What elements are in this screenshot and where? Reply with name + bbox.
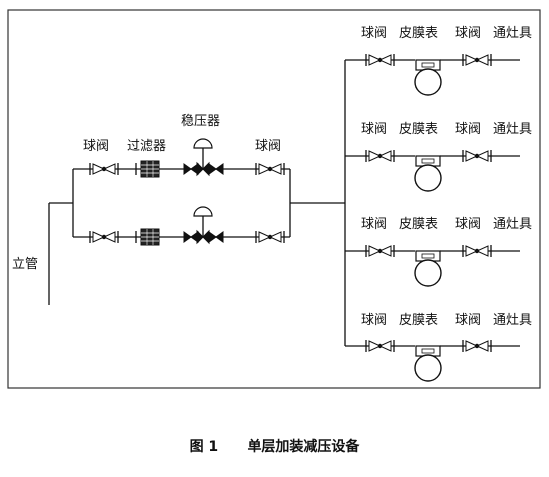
svg-text:球阀: 球阀 <box>455 26 481 41</box>
upper-ball-valve-out <box>255 162 285 176</box>
lower-ball-valve-in <box>89 230 119 244</box>
upper-regulator-valve-left <box>183 163 199 175</box>
diagram-frame <box>7 9 541 389</box>
svg-text:球阀: 球阀 <box>455 313 481 328</box>
svg-text:通灶具: 通灶具 <box>493 122 532 137</box>
svg-text:球阀: 球阀 <box>455 122 481 137</box>
figure-title: 单层加装减压设备 <box>247 439 360 455</box>
figure-caption: 图 1 单层加装减压设备 <box>0 436 549 456</box>
lower-regulator <box>193 206 213 245</box>
svg-text:皮膜表: 皮膜表 <box>399 122 438 137</box>
svg-text:球阀: 球阀 <box>361 122 387 137</box>
svg-text:通灶具: 通灶具 <box>493 217 532 232</box>
meter-branch-3: 球阀 皮膜表 球阀 通灶具 <box>345 217 532 287</box>
figure-number: 图 1 <box>189 439 219 455</box>
lower-ball-valve-out <box>255 230 285 244</box>
svg-text:皮膜表: 皮膜表 <box>399 217 438 232</box>
meter-branch-1: 球阀 皮膜表 球阀 通灶具 <box>345 26 532 96</box>
svg-text:球阀: 球阀 <box>361 217 387 232</box>
svg-text:皮膜表: 皮膜表 <box>399 313 438 328</box>
svg-text:皮膜表: 皮膜表 <box>399 26 438 41</box>
lower-regulator-valve-left <box>183 231 199 243</box>
label-ball-valve-upper-left: 球阀 <box>83 139 109 154</box>
label-ball-valve-upper-right: 球阀 <box>255 139 281 154</box>
meter-branch-2: 球阀 皮膜表 球阀 通灶具 <box>345 122 532 192</box>
svg-text:球阀: 球阀 <box>361 313 387 328</box>
upper-ball-valve-in <box>89 162 119 176</box>
label-filter: 过滤器 <box>127 139 166 154</box>
upper-regulator <box>193 138 213 177</box>
upper-regulator-valve-right <box>208 163 224 175</box>
lower-regulator-valve-right <box>208 231 224 243</box>
riser-label: 立管 <box>12 257 38 272</box>
meter-branch-4: 球阀 皮膜表 球阀 通灶具 <box>345 313 532 382</box>
label-regulator: 稳压器 <box>181 113 220 129</box>
svg-text:通灶具: 通灶具 <box>493 26 532 41</box>
svg-text:球阀: 球阀 <box>455 217 481 232</box>
svg-text:通灶具: 通灶具 <box>493 313 532 328</box>
svg-text:球阀: 球阀 <box>361 26 387 41</box>
